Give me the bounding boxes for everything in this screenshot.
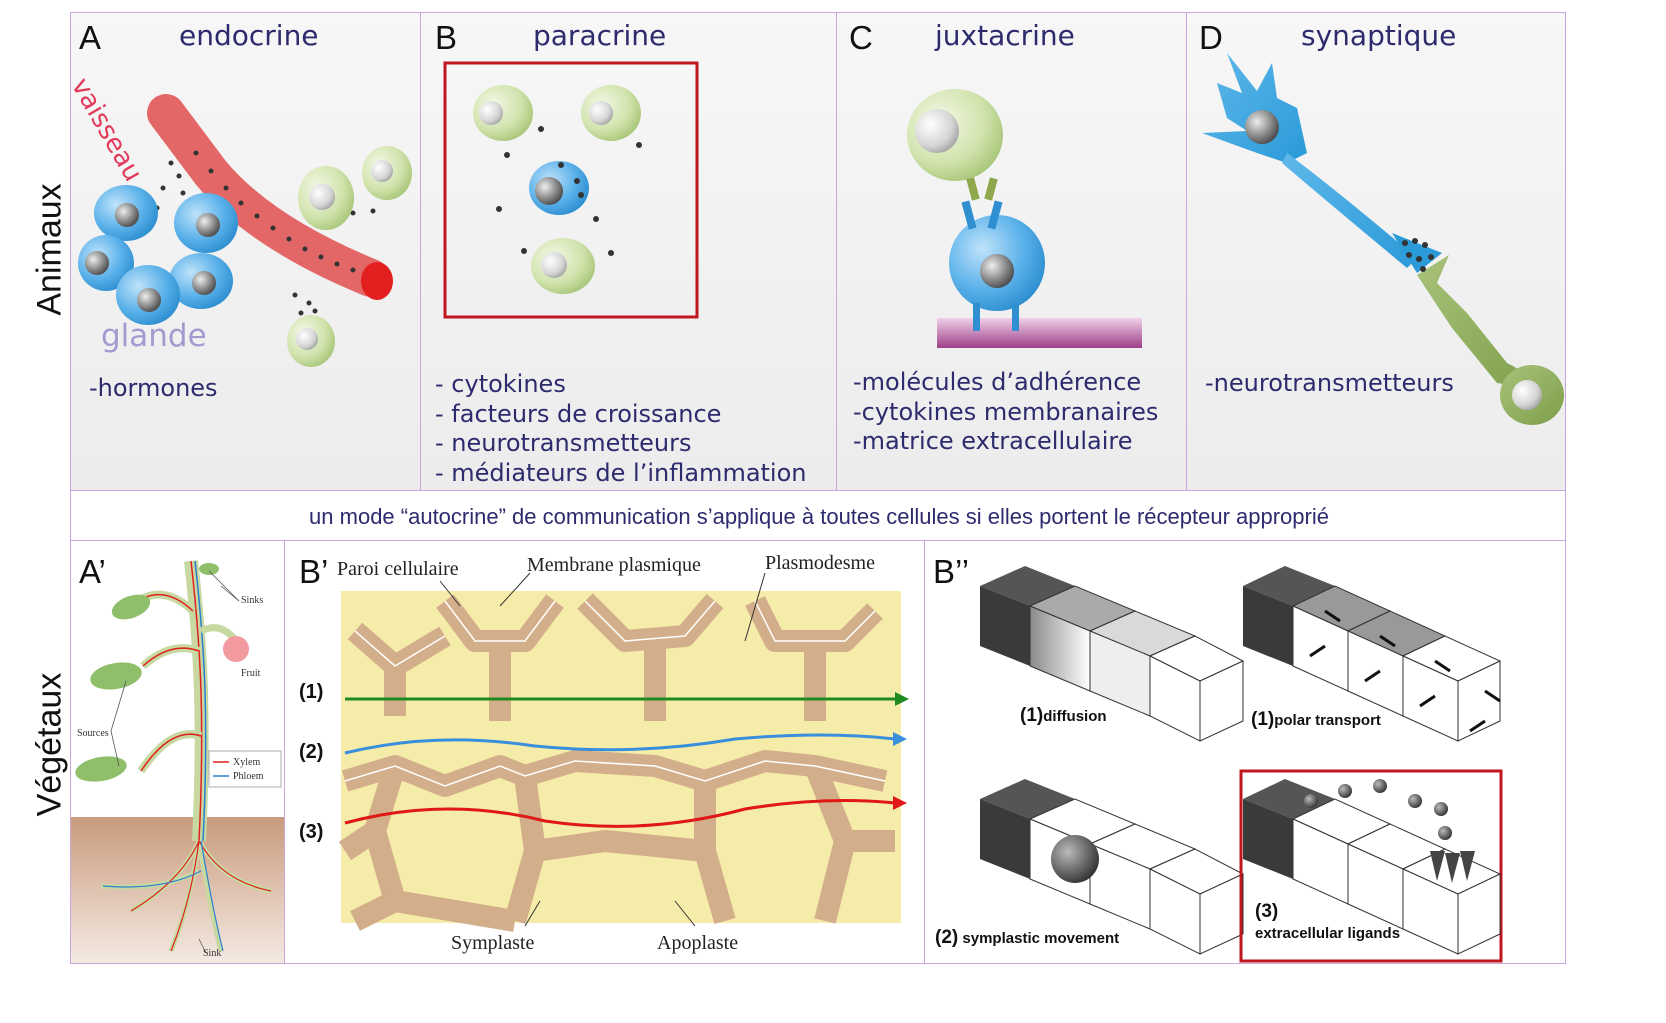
diagram-caption-num: (3) (1255, 901, 1279, 922)
highlight-box (443, 61, 699, 319)
row-label-plants: Végétaux (30, 672, 69, 817)
list-item: -cytokines membranaires (853, 397, 1159, 426)
panel-letter-a-prime: A’ (79, 553, 106, 590)
path-3-red (344, 799, 896, 828)
fruit-label: Fruit (241, 668, 261, 679)
diagram-caption-diffusion: (1)diffusion (1020, 705, 1107, 727)
panel-synaptic: D synaptique -neurotransmetteurs (1186, 12, 1566, 492)
panel-letter-a: A (79, 19, 102, 56)
panel-plant-overview: Xylem Phloem Sinks Fruit Sources Sink A’ (70, 540, 286, 964)
label-cell-wall: Paroi cellulaire (337, 558, 459, 580)
panel-title-endocrine: endocrine (179, 19, 319, 52)
plant-legend (208, 750, 282, 788)
paracrine-items: - cytokines - facteurs de croissance - n… (435, 370, 807, 488)
postsynaptic-neuron (1417, 255, 1537, 398)
extracellular-matrix (937, 318, 1142, 348)
panel-juxtacrine: C juxtacrine -molécules d’adhérence -cyt… (836, 12, 1188, 492)
list-item: - cytokines (435, 370, 566, 398)
panel-title-juxtacrine: juxtacrine (935, 19, 1075, 52)
autocrine-note: un mode “autocrine” de communication s’a… (309, 504, 1329, 529)
autocrine-banner: un mode “autocrine” de communication s’a… (70, 490, 1566, 542)
tissue-illustration: Paroi cellulaire Membrane plasmique Plas… (337, 552, 909, 954)
panel-letter-b-prime: B’ (299, 553, 329, 590)
presynaptic-neuron (1202, 53, 1307, 163)
diagram-caption-polar: (1)polar transport (1251, 709, 1381, 731)
diffusion-diagram (980, 566, 1245, 742)
fruit-icon (223, 636, 249, 662)
diagram-caption-symplastic: (2) symplastic movement (935, 927, 1119, 949)
target-cells (287, 146, 412, 367)
sink-label: Sink (203, 948, 221, 959)
path-2-blue (344, 733, 896, 755)
gland-cells (78, 185, 238, 325)
highlight-box-ligands (1239, 769, 1503, 963)
cube-diagrams (980, 566, 1503, 963)
symplastic-diagram (980, 779, 1245, 955)
gland-label: glande (101, 318, 207, 354)
panel-paracrine: B paracrine - cytokines - facteurs de cr… (420, 12, 838, 492)
label-apoplast: Apoplaste (657, 932, 738, 954)
list-item: -hormones (89, 374, 218, 402)
diagram-caption-label: extracellular ligands (1255, 925, 1401, 942)
path-label-1: (1) (299, 681, 324, 703)
plant-illustration: Xylem Phloem Sinks Fruit Sources Sink (71, 560, 285, 963)
list-item: - médiateurs de l’inflammation (435, 458, 807, 487)
ligands-diagram (1243, 779, 1502, 955)
synaptic-illustration (1202, 53, 1564, 425)
panel-endocrine: vaisseau A endocrine glande -hormones (70, 12, 422, 492)
row-label-animals: Animaux (30, 183, 69, 316)
panel-title-synaptic: synaptique (1301, 19, 1457, 52)
label-plasmodesm: Plasmodesme (765, 552, 875, 574)
juxtacrine-illustration (907, 89, 1142, 348)
juxtacrine-items: -molécules d’adhérence -cytokines membra… (853, 368, 1158, 457)
list-item: -neurotransmetteurs (1205, 369, 1454, 397)
diagram-caption-label: diffusion (1043, 708, 1107, 725)
panel-letter-b-double: B’’ (933, 553, 970, 590)
legend-phloem: Phloem (233, 771, 264, 782)
label-symplast: Symplaste (451, 932, 534, 954)
diagram-caption-label: polar transport (1274, 712, 1381, 729)
list-item: -molécules d’adhérence (853, 368, 1142, 396)
panel-letter-d: D (1199, 19, 1223, 56)
path-label-2: (2) (299, 741, 324, 763)
endocrine-illustration (78, 94, 412, 367)
paracrine-illustration (443, 61, 699, 319)
panel-letter-c: C (849, 19, 873, 56)
diagram-caption-ligands: (3) extracellular ligands (1255, 901, 1400, 945)
diagram-caption-label: symplastic movement (962, 930, 1120, 947)
diagram-caption-num: (1) (1251, 709, 1275, 730)
vessel-opening (361, 262, 393, 300)
label-plasma-membrane: Membrane plasmique (527, 554, 701, 576)
endocrine-items: -hormones (89, 373, 218, 404)
panel-letter-b: B (435, 19, 458, 56)
sources-label: Sources (77, 728, 109, 739)
path-label-3: (3) (299, 821, 324, 843)
sinks-label: Sinks (241, 595, 263, 606)
polar-transport-diagram (1243, 566, 1502, 742)
legend-xylem: Xylem (233, 757, 260, 768)
list-item: -matrice extracellulaire (853, 427, 1133, 455)
panel-plant-tissue: Paroi cellulaire Membrane plasmique Plas… (284, 540, 926, 964)
panel-transport-modes: B’’ (1)diffusion (1)polar transport (2) … (924, 540, 1566, 964)
panel-title-paracrine: paracrine (533, 19, 667, 52)
synaptic-items: -neurotransmetteurs (1205, 368, 1454, 399)
diagram-caption-num: (1) (1020, 705, 1044, 726)
list-item: - neurotransmetteurs (435, 429, 692, 457)
diagram-caption-num: (2) (935, 927, 959, 948)
list-item: - facteurs de croissance (435, 399, 722, 428)
blood-vessel (147, 94, 390, 297)
